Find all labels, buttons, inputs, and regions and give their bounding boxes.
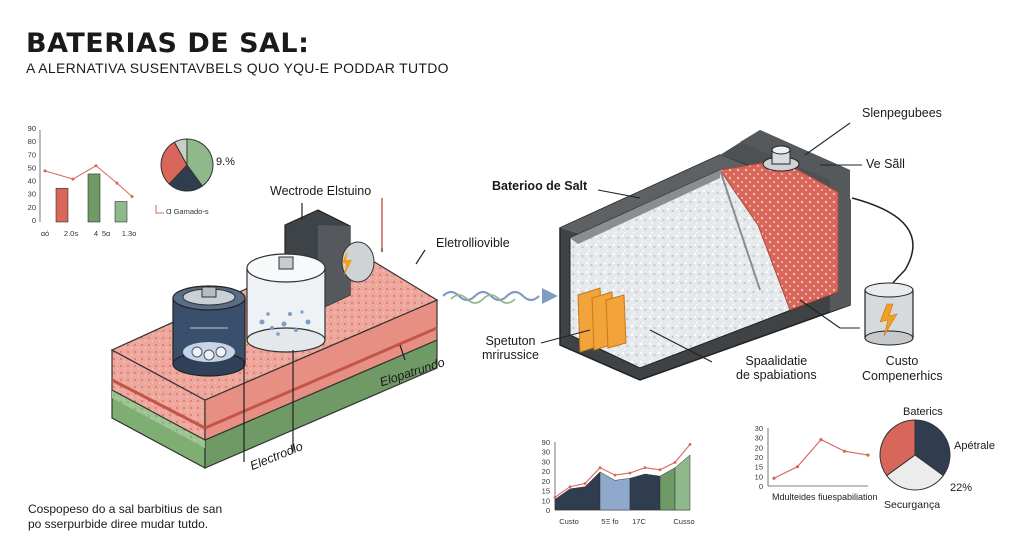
chart2-band xyxy=(599,471,631,511)
label-spaalidatie: Spaalidatie de spabiations xyxy=(736,354,817,382)
chart1-bar xyxy=(55,187,69,223)
chart2-band xyxy=(659,467,676,511)
chart2-band xyxy=(629,473,661,511)
chart3-ytick: 30 xyxy=(755,434,763,443)
right-callouts xyxy=(540,122,862,363)
label-battery-name: Baterioo de Salt xyxy=(492,179,588,193)
label-spaalidatie-line2: de spabiations xyxy=(736,368,817,382)
chart3-ytick: 30 xyxy=(755,424,763,433)
label-custo-line2: Compenerhics xyxy=(862,369,943,383)
chart3-ytick: 10 xyxy=(755,472,763,481)
pie-br-percentage: 22% xyxy=(950,482,973,494)
label-speton-line2: mrirussice xyxy=(482,348,539,362)
pie-br-label-secur: Securgança xyxy=(884,499,941,511)
top-pie-slice-2 xyxy=(160,141,188,185)
chart1-xtick: 5ɑ xyxy=(102,229,110,238)
chart2-ytick: 15 xyxy=(542,487,550,496)
chart1-ytick: 30 xyxy=(28,190,36,199)
label-speton-line1: Spetuton xyxy=(485,334,536,348)
chart3-ytick: 20 xyxy=(755,453,763,462)
chart3-line xyxy=(773,438,869,479)
chart3-ytick: 0 xyxy=(759,482,763,491)
chart1-bar xyxy=(87,173,101,223)
label-custo-line1: Custo xyxy=(885,354,919,368)
chart3-ytick: 20 xyxy=(755,443,763,452)
chart2-xtick: 17C xyxy=(632,517,646,526)
chart1-ytick: 50 xyxy=(28,163,36,172)
chart2-ytick: 90 xyxy=(542,438,550,447)
caption-line2: po sserpurbide diree mudar tutdo. xyxy=(28,517,209,531)
chart2-band xyxy=(554,471,601,511)
label-electrode-top: Wectrode Elstuino xyxy=(270,184,372,198)
chart2-ytick: 30 xyxy=(542,457,550,466)
chart2-xtick: Cusso xyxy=(673,517,694,526)
label-spaalidatie-line1: Spaalidatie xyxy=(745,354,808,368)
bottom-right-pie-chart xyxy=(879,419,951,491)
top-pie-slice-0 xyxy=(186,138,214,187)
chart1-ytick: 20 xyxy=(28,203,36,212)
br-pie-slice-0 xyxy=(914,419,951,477)
chart2-ytick: 10 xyxy=(542,496,550,505)
chart1-xtick: 2.0s xyxy=(64,229,78,238)
flow-arrow xyxy=(442,288,558,304)
dark-cylinder xyxy=(172,285,246,377)
chart1-ytick: 90 xyxy=(28,124,36,133)
salt-battery xyxy=(559,130,851,381)
chart1-ytick: 40 xyxy=(28,177,36,186)
label-ve-sal: Ve Sãll xyxy=(866,157,905,171)
top-pie-chart xyxy=(160,138,214,192)
chart1-ytick: 80 xyxy=(28,137,36,146)
top-pie-slice-1 xyxy=(168,164,203,192)
label-custo: Custo Compenerhics xyxy=(862,354,943,384)
pie-br-label-cats: Baterics xyxy=(903,406,943,418)
chart1-legend-mark xyxy=(155,205,164,214)
glass-cylinder xyxy=(246,253,326,353)
line-chart-xlabel: Mdulteides fiuespabiliation xyxy=(772,492,878,502)
label-speton: Spetuton mrirussice xyxy=(482,334,539,362)
label-top-right: Slenpegubees xyxy=(862,106,942,120)
chart1-xtick: ɑó xyxy=(41,229,49,238)
chart1-line xyxy=(44,165,133,197)
chart2-line xyxy=(554,444,691,498)
top-pie-slice-3 xyxy=(173,138,188,166)
page-title: BATERIAS DE SAL: xyxy=(26,28,310,59)
external-cell xyxy=(851,197,914,346)
chart1-bar xyxy=(114,201,128,223)
chart2-xtick: 5Ξ fo xyxy=(601,517,618,526)
chart3-ytick: 15 xyxy=(755,463,763,472)
chart2-ytick: 30 xyxy=(542,448,550,457)
caption-line1: Cospopeso do a sal barbitius de san xyxy=(28,502,223,516)
chart1-xtick: 4 xyxy=(94,229,98,238)
bar-chart-top-left: 90 80 70 50 40 30 20 0 ɑó 2.0s 4 5ɑ 1.3o Ɑ Gamado-s xyxy=(28,124,209,238)
label-electrolyte-top: Eletrolliovible xyxy=(436,236,510,250)
chart2-ytick: 20 xyxy=(542,467,550,476)
page-subtitle: A ALERNATIVA SUSENTAVBELS QUO YQU-E PODD… xyxy=(26,60,449,76)
chart2-ytick: 0 xyxy=(546,506,550,515)
chart1-ytick: 70 xyxy=(28,150,36,159)
chart2-band xyxy=(674,454,691,511)
top-pie-percentage: 9.% xyxy=(216,156,235,168)
chart1-ytick: 0 xyxy=(32,216,36,225)
chart1-xtick: 1.3o xyxy=(122,229,137,238)
br-pie-slice-2 xyxy=(879,419,916,477)
chart1-legend: Ɑ Gamado-s xyxy=(166,207,209,216)
br-pie-slice-1 xyxy=(885,454,945,491)
chart2-xtick: Custo xyxy=(559,517,579,526)
pie-br-label-apetrale: Apétrale xyxy=(954,440,995,452)
chart2-ytick: 20 xyxy=(542,477,550,486)
caption: Cospopeso do a sal barbitius de san po s… xyxy=(28,502,222,532)
